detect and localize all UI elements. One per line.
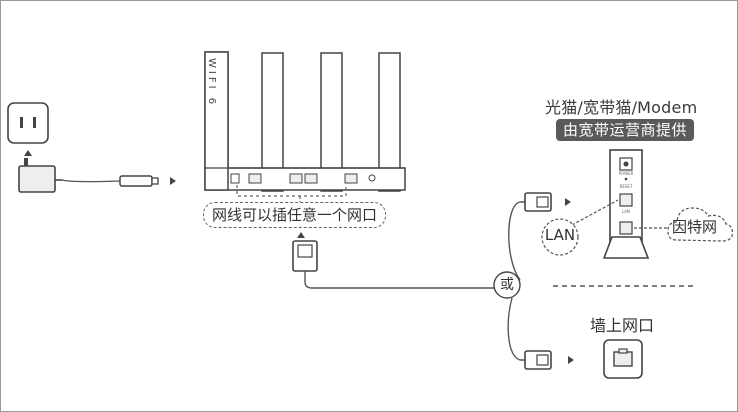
ethernet-cable (304, 271, 494, 289)
any-port-label: 网线可以插任意一个网口 (203, 202, 387, 228)
router-brand-text: WIFI 6 (206, 58, 217, 108)
router-icon (204, 51, 406, 192)
modem-badge: 由宽带运营商提供 (556, 119, 695, 141)
arrow-icon (24, 150, 32, 156)
arrow-icon (568, 356, 574, 364)
lan-pointer (571, 199, 619, 226)
ethernet-cable-upper (508, 201, 525, 281)
or-label: 或 (500, 277, 514, 293)
ethernet-plug-icon (524, 350, 552, 370)
power-cable (61, 179, 121, 183)
arrow-icon (565, 198, 571, 206)
lan-bubble (541, 218, 579, 256)
wall-socket-icon (7, 102, 49, 144)
wall-port-label: 墙上网口 (590, 316, 655, 335)
dc-plug-icon (119, 175, 159, 187)
internet-label: 因特网 (672, 218, 718, 236)
cloud-icon (667, 207, 733, 242)
power-adapter-icon (18, 158, 62, 193)
modem-title: 光猫/宽带猫/Modem (545, 98, 698, 117)
modem-reset-label: RESET (620, 184, 633, 189)
ethernet-plug-icon (292, 240, 318, 272)
lan-label: LAN (544, 226, 576, 244)
wall-port-icon (603, 339, 643, 379)
modem-lan-label: LAN (622, 209, 630, 214)
or-circle (493, 271, 521, 299)
ethernet-cable-lower (507, 297, 525, 361)
arrow-icon (170, 177, 176, 185)
modem-power-label: POWER (619, 171, 634, 176)
arrow-icon (297, 232, 305, 238)
modem-icon (602, 149, 650, 259)
ethernet-plug-icon (524, 192, 552, 212)
